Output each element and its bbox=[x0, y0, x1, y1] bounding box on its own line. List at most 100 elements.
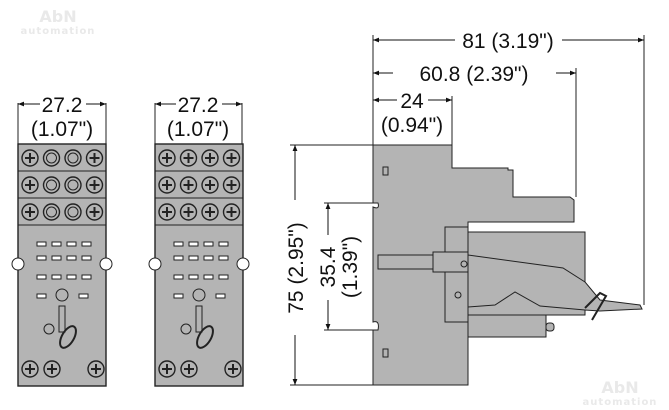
contact-slot bbox=[203, 274, 214, 280]
contact-slot bbox=[188, 274, 199, 280]
screw-slot bbox=[89, 180, 100, 190]
contact-slot bbox=[173, 255, 184, 261]
screw-slot bbox=[89, 207, 100, 217]
rail-in-label: (1.39") bbox=[339, 236, 362, 298]
screw-slot bbox=[205, 180, 215, 190]
screw-slot bbox=[162, 180, 172, 190]
screw-slot bbox=[226, 180, 237, 190]
socket-side-view: 81 (3.19") 60.8 (2.39") 24 (0.94") 75 (2… bbox=[285, 30, 645, 386]
terminal-hole-icon bbox=[64, 149, 82, 167]
contact-slot bbox=[173, 293, 184, 299]
contact-slot bbox=[81, 255, 92, 261]
terminal-hole-ring bbox=[46, 152, 57, 164]
screw-slot bbox=[226, 207, 237, 217]
contact-slot bbox=[36, 274, 47, 280]
test-button-housing bbox=[467, 314, 547, 338]
clip-latch bbox=[59, 325, 77, 349]
mounting-notch bbox=[148, 257, 162, 271]
contact-slot bbox=[173, 274, 184, 280]
terminal-hole-ring bbox=[46, 206, 57, 218]
screw-slot bbox=[226, 153, 237, 163]
clip-slot bbox=[58, 305, 66, 333]
contact-slot bbox=[218, 255, 229, 261]
screw-slot bbox=[205, 207, 215, 217]
test-button bbox=[545, 322, 555, 332]
terminal-hole-icon bbox=[64, 203, 82, 221]
contact-slot bbox=[218, 274, 229, 280]
mounting-notch bbox=[236, 257, 250, 271]
contact-slot bbox=[66, 241, 77, 247]
svg-text:automation: automation bbox=[583, 397, 658, 408]
socket-depth-in-label: (0.94") bbox=[381, 114, 443, 137]
contact-slot bbox=[36, 293, 47, 299]
contact-slot bbox=[188, 241, 199, 247]
screw-slot bbox=[47, 364, 57, 374]
screw-slot bbox=[25, 207, 35, 217]
screw-slot bbox=[25, 364, 35, 374]
screw-slot bbox=[91, 364, 101, 374]
contact-slot bbox=[36, 255, 47, 261]
mounting-notch bbox=[11, 257, 25, 271]
mounting-notch bbox=[99, 257, 113, 271]
retaining-clip bbox=[584, 291, 608, 321]
terminal-hole-ring bbox=[46, 179, 57, 191]
screw-slot bbox=[25, 180, 35, 190]
svg-text:AbN: AbN bbox=[601, 378, 638, 397]
locating-hole bbox=[55, 288, 69, 302]
contact-slot bbox=[218, 241, 229, 247]
contact-slot bbox=[81, 274, 92, 280]
contact-slot bbox=[51, 274, 62, 280]
screw-slot bbox=[184, 364, 194, 374]
screw-slot bbox=[25, 153, 35, 163]
contact-slot bbox=[203, 241, 214, 247]
contact-slot bbox=[215, 293, 226, 299]
width-mm-label: 27.2 bbox=[42, 94, 83, 117]
overall-depth-label: 81 (3.19") bbox=[462, 30, 554, 53]
screw-slot bbox=[183, 180, 194, 190]
screw-slot bbox=[228, 364, 238, 374]
watermark-top: AbN automation bbox=[21, 7, 96, 37]
terminal-hole-icon bbox=[42, 176, 61, 194]
terminal-hole-ring bbox=[67, 206, 79, 218]
terminal-hole-icon bbox=[42, 149, 61, 167]
socket-depth-mm-label: 24 bbox=[400, 90, 424, 113]
contact-slot bbox=[188, 255, 199, 261]
contact-slot bbox=[173, 241, 184, 247]
contact-slot bbox=[36, 241, 47, 247]
clip-pivot bbox=[43, 323, 55, 335]
terminal-hole-ring bbox=[67, 179, 79, 191]
terminal-hole-icon bbox=[64, 176, 82, 194]
width-in-label: (1.07") bbox=[31, 118, 93, 141]
contact-slot bbox=[203, 255, 214, 261]
watermark-bottom: AbN automation bbox=[583, 378, 658, 408]
contact-slot bbox=[78, 293, 89, 299]
svg-text:AbN: AbN bbox=[39, 7, 76, 26]
contact-slot bbox=[66, 255, 77, 261]
socket-front-view-2: 27.2 (1.07") bbox=[148, 94, 250, 387]
terminal-hole-ring bbox=[67, 152, 79, 164]
socket-body bbox=[372, 144, 575, 386]
clip-latch bbox=[196, 325, 214, 349]
contact-slot bbox=[81, 241, 92, 247]
contact-slot bbox=[66, 274, 77, 280]
screw-slot bbox=[162, 364, 172, 374]
clip-pivot bbox=[180, 323, 192, 335]
screw-slot bbox=[183, 153, 194, 163]
contact-slot bbox=[51, 241, 62, 247]
width-in-label: (1.07") bbox=[167, 118, 229, 141]
terminal-hole-icon bbox=[42, 203, 61, 221]
contact-slot bbox=[51, 255, 62, 261]
screw-slot bbox=[183, 207, 194, 217]
socket-front-view-1: 27.2 (1.07") bbox=[11, 94, 113, 387]
screw-slot bbox=[162, 207, 172, 217]
svg-text:automation: automation bbox=[21, 26, 96, 37]
locating-hole bbox=[192, 288, 206, 302]
relay-depth-label: 60.8 (2.39") bbox=[419, 63, 528, 86]
screw-slot bbox=[89, 153, 100, 163]
screw-slot bbox=[162, 153, 172, 163]
screw-slot bbox=[205, 153, 215, 163]
clip-slot bbox=[195, 305, 203, 333]
relay-body bbox=[444, 226, 643, 323]
rail-mm-label: 35.4 bbox=[317, 246, 340, 287]
